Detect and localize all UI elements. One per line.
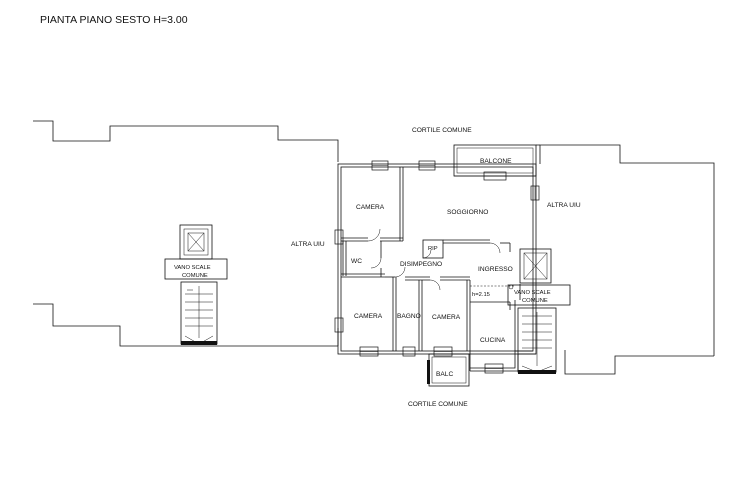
- room-label-camera-top: CAMERA: [356, 204, 385, 211]
- room-label-rip: RIP: [428, 246, 438, 252]
- room-label-camera-left: CAMERA: [354, 313, 383, 320]
- room-label-wc: WC: [351, 258, 362, 265]
- room-label-camera-mid: CAMERA: [432, 314, 461, 321]
- room-label-cucina: CUCINA: [480, 337, 506, 344]
- label-other-unit-left: ALTRA UIU: [291, 241, 325, 248]
- label-other-unit-right: ALTRA UIU: [547, 202, 581, 209]
- windows: [334, 160, 540, 374]
- building-outline: [33, 120, 715, 375]
- plan-title: PIANTA PIANO SESTO H=3.00: [40, 14, 188, 26]
- room-label-ingresso: INGRESSO: [478, 266, 513, 273]
- room-label-bagno: BAGNO: [397, 313, 421, 320]
- room-label-balc: BALC: [436, 371, 453, 378]
- label-courtyard-bottom: CORTILE COMUNE: [408, 401, 468, 408]
- room-label-disimpegno: DISIMPEGNO: [400, 261, 442, 268]
- interior-walls: [341, 167, 521, 371]
- ceiling-height-note: h=2.15: [472, 292, 490, 298]
- left-stair-core: [164, 224, 228, 345]
- right-stair-core: [507, 248, 571, 374]
- room-label-balcone: BALCONE: [480, 158, 512, 165]
- stair-label-left-line2: COMUNE: [182, 273, 208, 279]
- stair-label-left-line1: VANO SCALE: [174, 265, 211, 271]
- balc-area: [427, 353, 470, 387]
- room-label-soggiorno: SOGGIORNO: [447, 209, 488, 216]
- door-swings: [367, 228, 501, 291]
- label-courtyard-top: CORTILE COMUNE: [412, 127, 472, 134]
- stair-label-right-line1: VANO SCALE: [514, 290, 551, 296]
- stair-label-right-line2: COMUNE: [522, 298, 548, 304]
